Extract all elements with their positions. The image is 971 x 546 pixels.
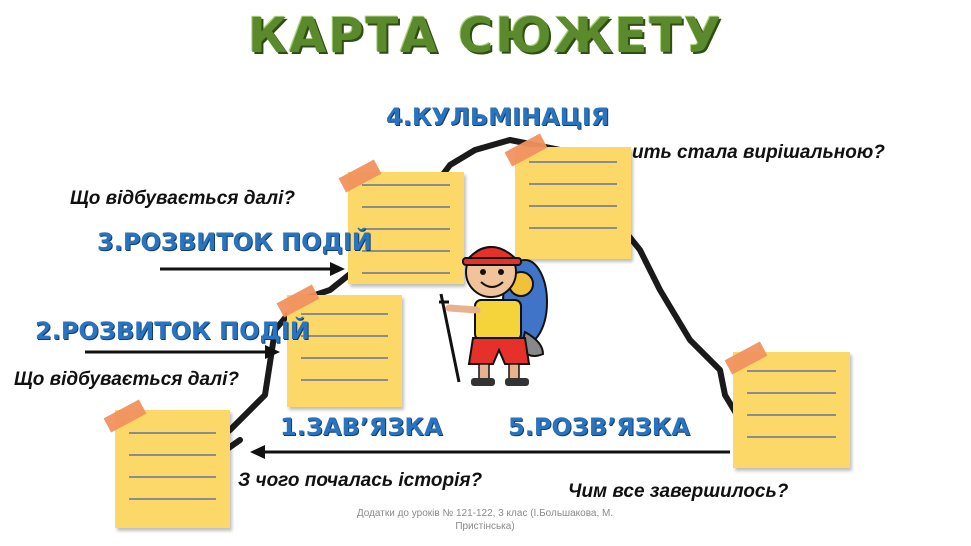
page-title: КАРТА СЮЖЕТУ xyxy=(247,8,724,64)
hiker-illustration xyxy=(439,246,548,386)
stage-label-1: 1.ЗАВ’ЯЗКА xyxy=(280,413,443,441)
note-1 xyxy=(115,410,230,528)
arrow-right-3 xyxy=(160,262,345,276)
footer-caption: Додатки до уроків № 121-122, 3 клас (І.Б… xyxy=(320,507,650,533)
stage-label-2: 2.РОЗВИТОК ПОДІЙ xyxy=(35,317,310,345)
question-2: Що відбувається далі? xyxy=(14,369,239,390)
question-1: З чого почалась історія? xyxy=(238,470,483,491)
note-2 xyxy=(287,295,402,407)
note-5 xyxy=(733,352,850,468)
question-5: Чим все завершилось? xyxy=(568,481,789,502)
stage-label-5: 5.РОЗВ’ЯЗКА xyxy=(508,413,690,441)
note-3 xyxy=(348,172,464,284)
arrow-right-2 xyxy=(85,345,280,359)
arrow-left-1 xyxy=(250,445,505,459)
note-4 xyxy=(515,147,631,259)
question-3: Що відбувається далі? xyxy=(70,188,295,209)
stage-label-4: 4.КУЛЬМІНАЦІЯ xyxy=(386,103,610,131)
footer-line-1: Додатки до уроків № 121-122, 3 клас (І.Б… xyxy=(356,508,614,519)
footer-line-2: Пристінська) xyxy=(455,521,515,532)
stage-label-3: 3.РОЗВИТОК ПОДІЙ xyxy=(97,228,372,256)
question-4: ить стала вирішальною? xyxy=(632,142,885,163)
